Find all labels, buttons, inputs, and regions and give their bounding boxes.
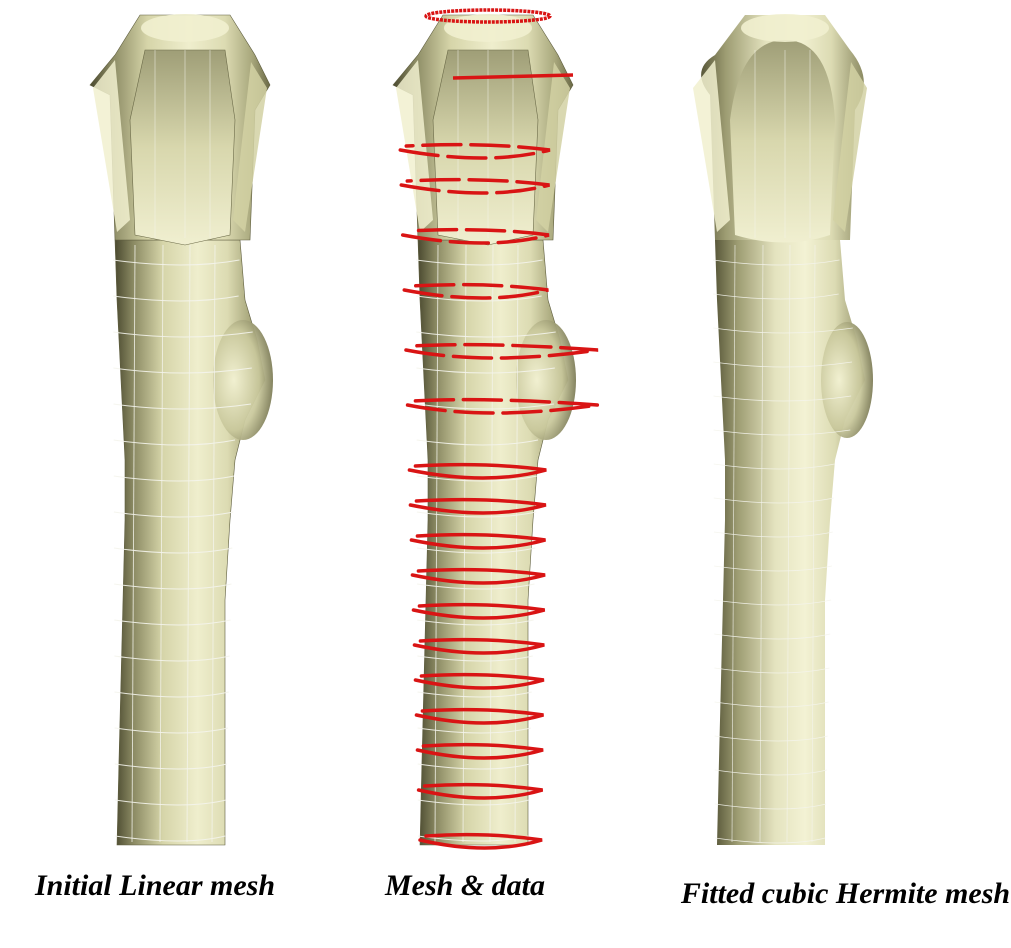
caption-initial-linear-mesh: Initial Linear mesh <box>0 868 310 904</box>
tube-2 <box>393 10 598 848</box>
side-bulge <box>516 320 576 440</box>
side-bulge <box>213 320 273 440</box>
top-rim <box>444 14 532 42</box>
caption-fitted-cubic-hermite-mesh: Fitted cubic Hermite mesh <box>680 875 1011 913</box>
caption-mesh-and-data: Mesh & data <box>340 868 590 904</box>
inner-cavity <box>730 40 835 243</box>
top-rim <box>141 14 229 42</box>
inner-cavity <box>130 50 235 245</box>
top-rim <box>741 14 829 42</box>
side-bulge <box>821 322 873 438</box>
tube-3 <box>693 14 873 845</box>
tube-1 <box>90 14 273 845</box>
mesh-figure-svg <box>0 0 1011 860</box>
